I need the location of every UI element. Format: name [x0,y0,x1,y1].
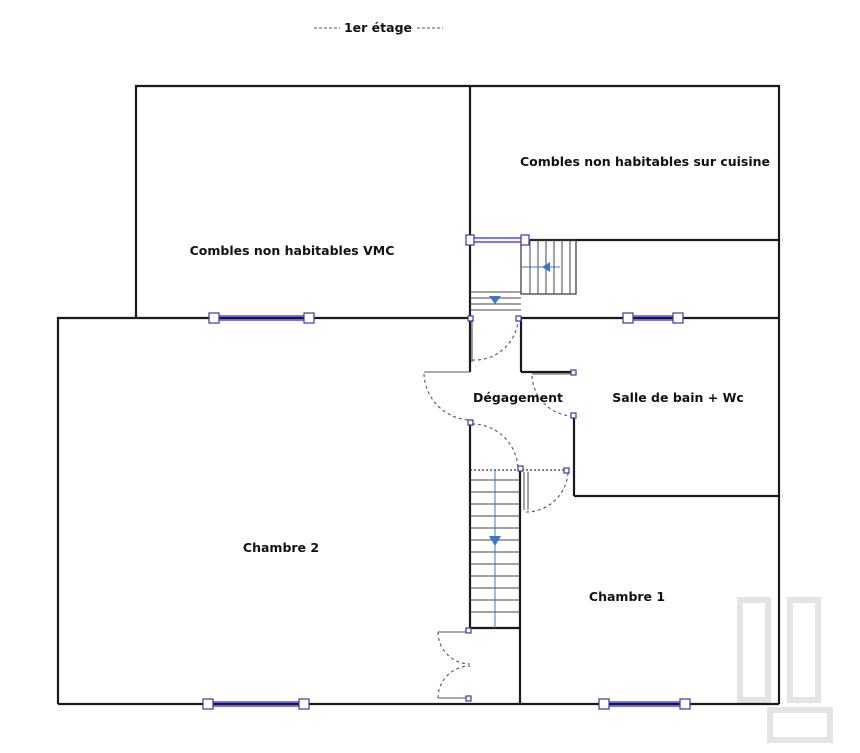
room-label-salle-de-bain: Salle de bain + Wc [612,390,744,405]
door-landing-arc [471,321,519,361]
room-label-degagement: Dégagement [473,390,563,405]
stair-main [470,470,520,628]
stair-main-arrow-icon [489,536,501,546]
watermark [737,597,833,743]
room-labels: Combles non habitables VMC Combles non h… [190,154,770,604]
room-label-chambre-2: Chambre 2 [243,540,319,555]
room-label-combles-cuisine: Combles non habitables sur cuisine [520,154,770,169]
window-sdb-top [622,312,684,324]
door-bottom-arc-2 [437,665,471,699]
window-combles-stair [465,234,530,246]
door-bottom-arc-1 [437,631,471,665]
windows [202,234,691,710]
room-label-chambre-1: Chambre 1 [589,589,665,604]
door-chambre1-arc [525,471,569,513]
wall-outer-top [134,84,781,496]
door-chambre2-arc [423,373,471,421]
room-label-combles-vmc: Combles non habitables VMC [190,243,395,258]
stair-upper-arrow-icon [542,262,550,272]
stair-landing-arrow-icon [489,296,501,304]
window-chambre2-bottom [202,698,310,710]
floor-title: 1er étage [314,20,443,35]
floor-title-text: 1er étage [344,20,412,35]
wall-outer-left [56,316,136,704]
window-chambre1-bottom [598,698,691,710]
doors [423,315,577,702]
door-sdb-arc [531,375,575,417]
window-chambre2-top [208,312,315,324]
stair-upper [470,239,577,311]
door-degagement-arc [471,423,519,471]
